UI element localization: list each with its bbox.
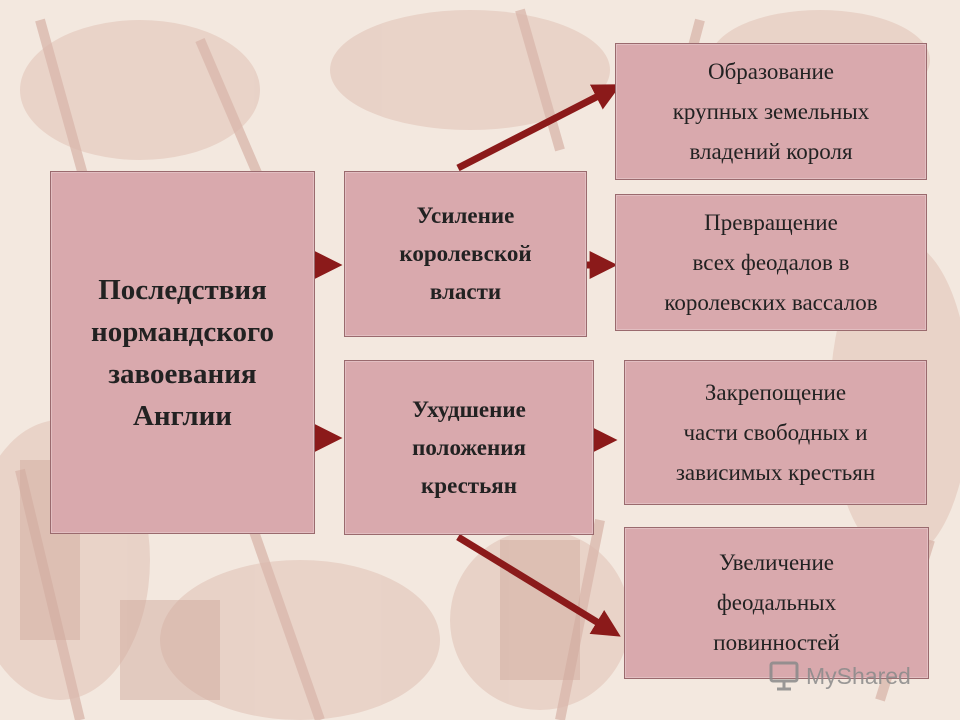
strengthening-royal-power-box: Усиление королевской власти — [344, 171, 587, 337]
feudal-vassals-box: Превращение всех феодалов в королевских … — [615, 194, 927, 331]
royal-land-holdings-box: Образование крупных земельных владений к… — [615, 43, 927, 180]
peasant-enserfment-box: Закрепощение части свободных и зависимых… — [624, 360, 927, 505]
presentation-icon — [769, 661, 799, 691]
duties-box-text: Увеличение феодальных повинностей — [713, 550, 840, 655]
strengthening-box-text: Усиление королевской власти — [399, 203, 532, 304]
worsening-peasants-box: Ухудшение положения крестьян — [344, 360, 594, 535]
enserfment-box-text: Закрепощение части свободных и зависимых… — [675, 379, 876, 485]
land-box-text: Образование крупных земельных владений к… — [672, 58, 870, 164]
watermark-text: MyShared — [806, 662, 911, 689]
main-box-text: Последствия нормандского завоевания Англ… — [91, 273, 274, 432]
worsening-box-text: Ухудшение положения крестьян — [412, 396, 526, 498]
myshared-watermark: MyShared — [768, 656, 911, 696]
vassals-box-text: Превращение всех феодалов в королевских … — [664, 209, 878, 315]
feudal-duties-box: Увеличение феодальных повинностей — [624, 527, 929, 679]
consequences-main-box: Последствия нормандского завоевания Англ… — [50, 171, 315, 534]
